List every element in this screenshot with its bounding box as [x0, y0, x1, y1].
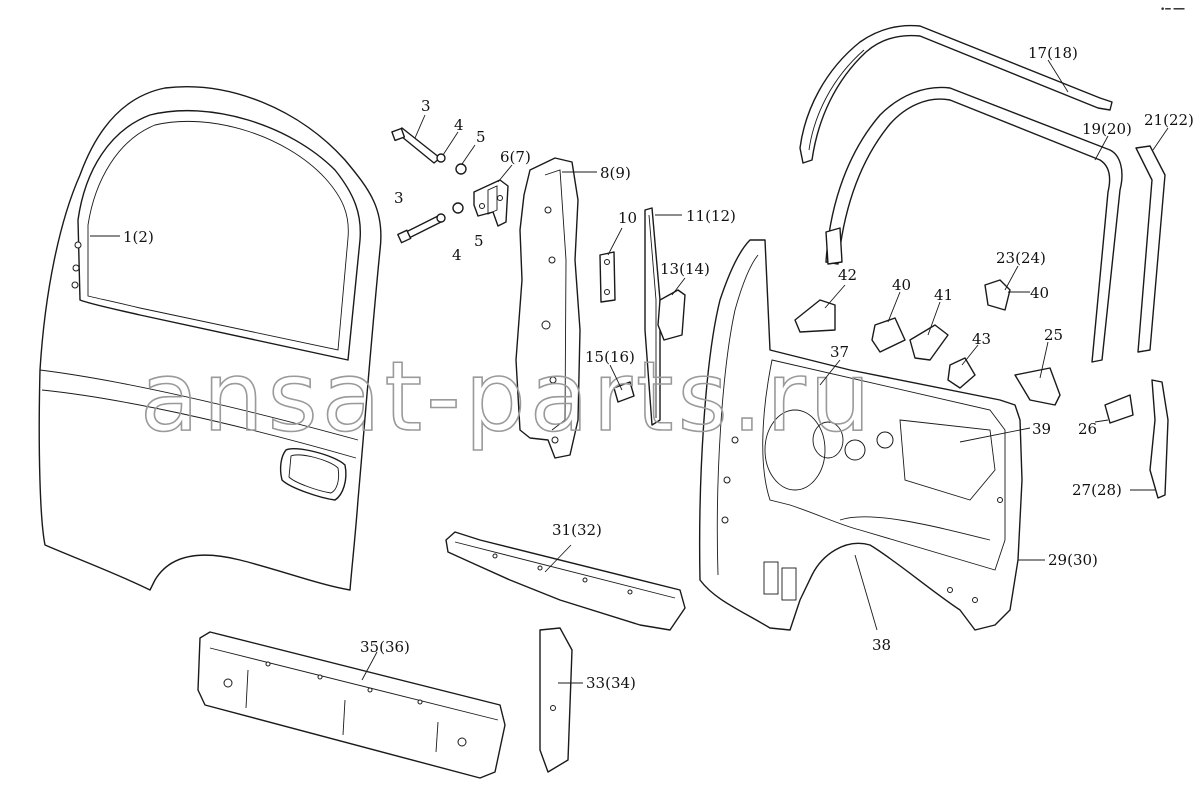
callout-40-right: 40	[1030, 284, 1049, 302]
bracket-15	[613, 381, 635, 403]
hinge-hardware	[391, 127, 509, 244]
callout-26: 26	[1078, 420, 1097, 438]
callout-37: 37	[830, 343, 849, 361]
leader-lines	[90, 59, 1169, 684]
callout-27: 27(28)	[1072, 481, 1122, 499]
callout-5-lower: 5	[474, 232, 484, 250]
callout-33: 33(34)	[586, 674, 636, 692]
callout-17: 17(18)	[1028, 44, 1078, 62]
hinge-pillar	[515, 157, 581, 459]
callout-39: 39	[1032, 420, 1051, 438]
corner-mark: •━ ━━	[1160, 5, 1185, 15]
callout-4-upper: 4	[454, 116, 464, 134]
callout-31: 31(32)	[552, 521, 602, 539]
callout-10: 10	[618, 209, 637, 227]
callout-38: 38	[872, 636, 891, 654]
callout-21: 21(22)	[1144, 111, 1194, 129]
callout-5-upper: 5	[476, 128, 486, 146]
callout-43: 43	[972, 330, 991, 348]
callout-40-left: 40	[892, 276, 911, 294]
inner-door-panel	[698, 239, 1023, 631]
outer-door-panel	[38, 86, 382, 591]
crossmember-31	[445, 531, 686, 631]
side-weatherstrip	[1135, 145, 1166, 353]
callout-4-lower: 4	[452, 246, 462, 264]
crossmember-35	[197, 631, 506, 779]
bracket-13	[657, 289, 686, 341]
trim-pieces	[1104, 379, 1169, 499]
callout-42: 42	[838, 266, 857, 284]
callout-3-upper: 3	[421, 97, 431, 115]
callout-3-lower: 3	[394, 189, 404, 207]
watermark: ansat-parts.ru	[140, 341, 875, 453]
callout-23: 23(24)	[996, 249, 1046, 267]
callout-29: 29(30)	[1048, 551, 1098, 569]
callout-19: 19(20)	[1082, 120, 1132, 138]
glass-run-channel	[644, 207, 661, 426]
callout-11: 11(12)	[686, 207, 736, 225]
callout-41: 41	[934, 286, 953, 304]
reinforcement-33	[539, 627, 573, 773]
callout-1: 1(2)	[123, 228, 154, 246]
callout-6: 6(7)	[500, 148, 531, 166]
callout-35: 35(36)	[360, 638, 410, 656]
door-frame-upper	[825, 86, 1123, 363]
callout-labels: 1(2) 3 3 4 4 5 5 6(7) 8(9) 10 11(12) 13(…	[123, 44, 1194, 692]
callout-13: 13(14)	[660, 260, 710, 278]
callout-8: 8(9)	[600, 164, 631, 182]
callout-25: 25	[1044, 326, 1063, 344]
hinge-bracket-10	[599, 251, 616, 303]
upper-weatherstrip	[799, 24, 1113, 164]
small-hinges	[794, 279, 1061, 406]
callout-15: 15(16)	[585, 348, 635, 366]
